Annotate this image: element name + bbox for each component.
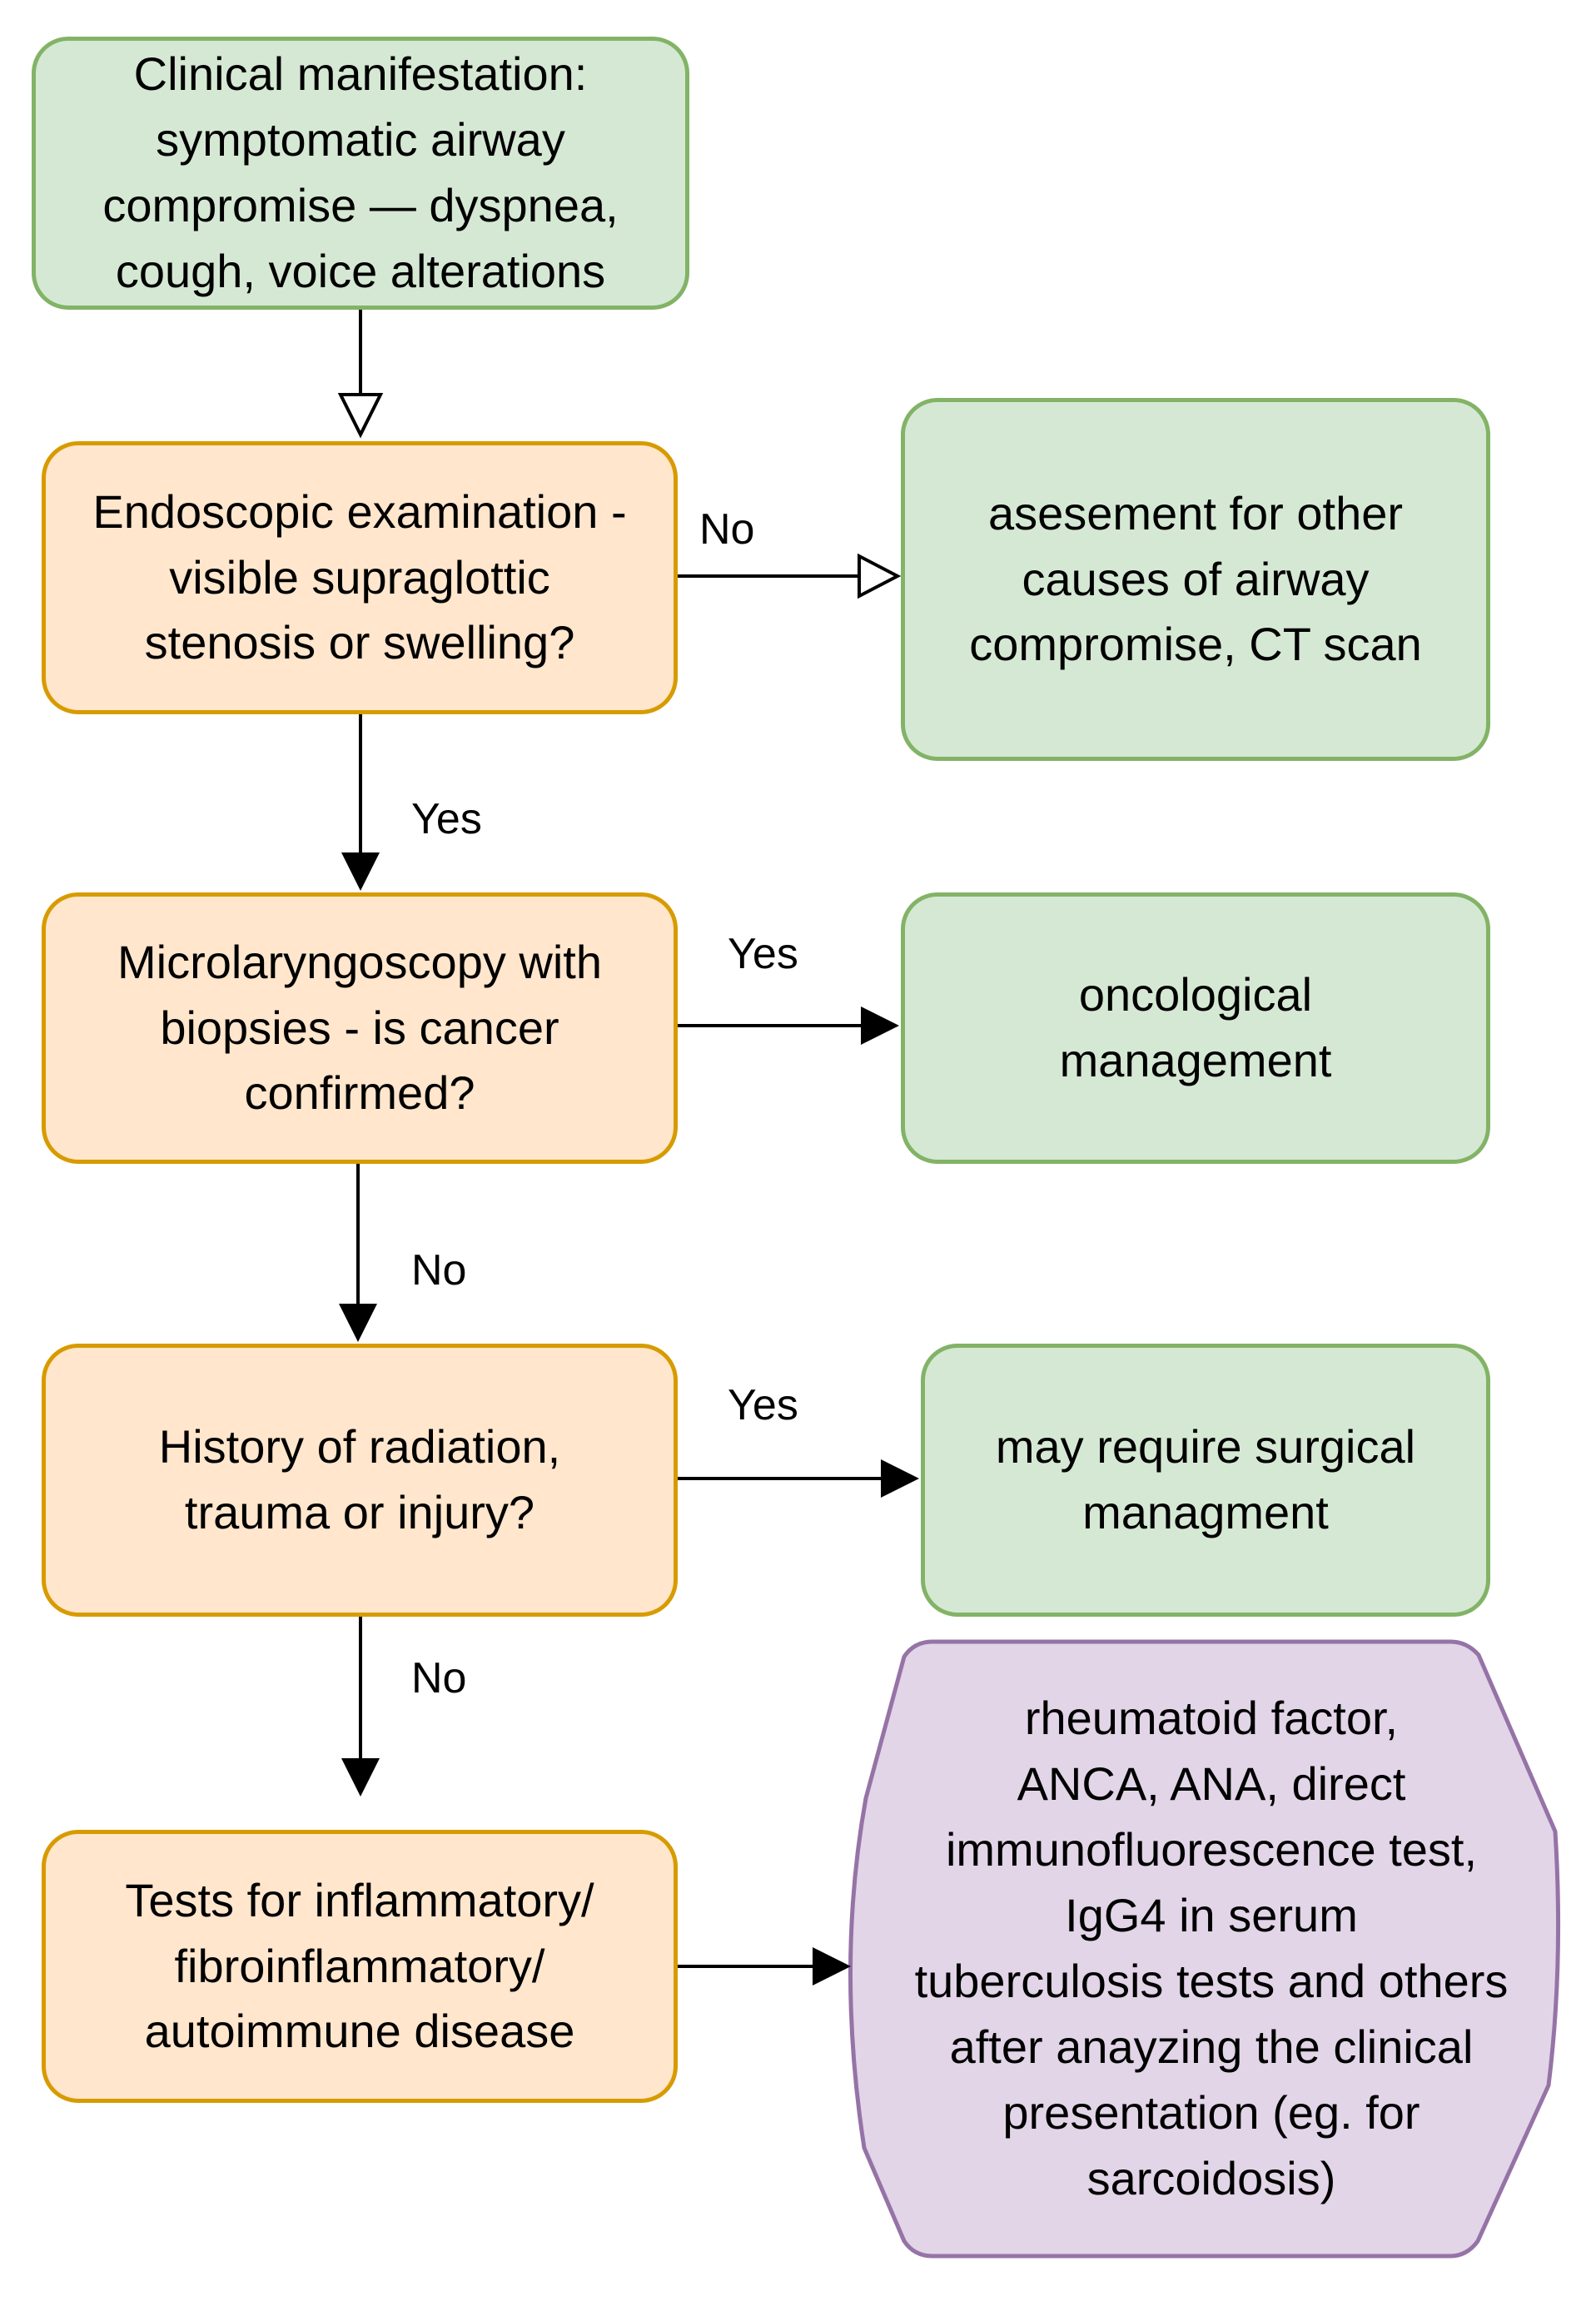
tests-line-3: autoimmune disease <box>144 2005 575 2058</box>
history-node: History of radiation, trauma or injury? <box>42 1344 678 1617</box>
edge-micro-to-oncological-arrowhead <box>861 1006 899 1045</box>
micro-line-2: biopsies - is cancer <box>160 1001 559 1054</box>
lab-tests-line-3: immunofluorescence test, <box>945 1823 1478 1876</box>
lab-tests-line-5: tuberculosis tests and others <box>914 1955 1509 2007</box>
oncological-line-2: management <box>1059 1034 1332 1086</box>
edge-endoscopic-to-other-causes-arrowhead <box>858 553 902 599</box>
history-line-1: History of radiation, <box>158 1420 561 1474</box>
other-causes-line-1: asesement for other <box>987 486 1404 539</box>
oncological-line-1: oncological <box>1078 968 1313 1021</box>
endoscopic-line-1: Endoscopic examination - <box>92 485 627 538</box>
tests-line-2: fibroinflammatory/ <box>174 1939 545 1992</box>
endoscopic-examination-node: Endoscopic examination - visible supragl… <box>42 441 678 714</box>
edge-label-endoscopic-yes: Yes <box>408 796 485 842</box>
micro-line-1: Microlaryngoscopy with <box>117 935 602 988</box>
clinical-line-1: Clinical manifestation: <box>133 47 588 101</box>
clinical-line-4: cough, voice alterations <box>115 244 606 297</box>
surgical-line-1: may require surgical <box>995 1420 1416 1474</box>
tests-line-1: Tests for inflammatory/ <box>125 1873 594 1926</box>
surgical-management-node: may require surgical managment <box>921 1344 1490 1617</box>
clinical-manifestation-node: Clinical manifestation: symptomatic airw… <box>32 37 689 310</box>
lab-tests-line-7: presentation (eg. for <box>1002 2085 1420 2139</box>
clinical-line-3: compromise — dyspnea, <box>102 179 619 231</box>
edge-micro-to-history-arrowhead <box>339 1304 377 1342</box>
edge-endoscopic-to-micro-arrowhead <box>341 852 380 891</box>
clinical-line-2: symptomatic airway <box>156 113 565 166</box>
lab-tests-line-6: after anayzing the clinical <box>949 2020 1474 2073</box>
other-causes-line-3: compromise, CT scan <box>969 618 1422 671</box>
inflammatory-tests-node: Tests for inflammatory/ fibroinflammator… <box>42 1830 678 2103</box>
lab-tests-line-1: rheumatoid factor, <box>1024 1692 1399 1745</box>
surgical-line-2: managment <box>1082 1486 1329 1538</box>
lab-tests-line-4: IgG4 in serum <box>1065 1889 1358 1942</box>
lab-tests-line-8: sarcoidosis) <box>1086 2151 1336 2204</box>
other-causes-node: asesement for other causes of airway com… <box>901 398 1490 761</box>
edge-history-to-surgical-arrowhead <box>881 1459 919 1498</box>
lab-tests-hexagon <box>848 1639 1561 2259</box>
edge-tests-to-lab-tests-arrowhead <box>813 1947 851 1985</box>
edge-history-to-tests-arrowhead <box>341 1758 380 1797</box>
edge-clinical-to-endoscopic-arrowhead <box>337 393 384 439</box>
edge-label-endoscopic-no: No <box>696 506 758 553</box>
edge-label-history-no: No <box>408 1655 470 1702</box>
edge-label-history-yes: Yes <box>724 1382 802 1429</box>
endoscopic-line-3: stenosis or swelling? <box>144 616 575 669</box>
lab-tests-line-2: ANCA, ANA, direct <box>1017 1757 1406 1811</box>
microlaryngoscopy-node: Microlaryngoscopy with biopsies - is can… <box>42 892 678 1164</box>
endoscopic-line-2: visible supraglottic <box>169 550 550 604</box>
lab-tests-node: rheumatoid factor, ANCA, ANA, direct imm… <box>858 1642 1565 2256</box>
other-causes-line-2: causes of airway <box>1022 552 1370 605</box>
oncological-management-node: oncological management <box>901 892 1490 1164</box>
edge-label-micro-no: No <box>408 1247 470 1294</box>
history-line-2: trauma or injury? <box>184 1486 535 1538</box>
micro-line-3: confirmed? <box>244 1066 475 1120</box>
edge-label-micro-yes: Yes <box>724 931 802 977</box>
